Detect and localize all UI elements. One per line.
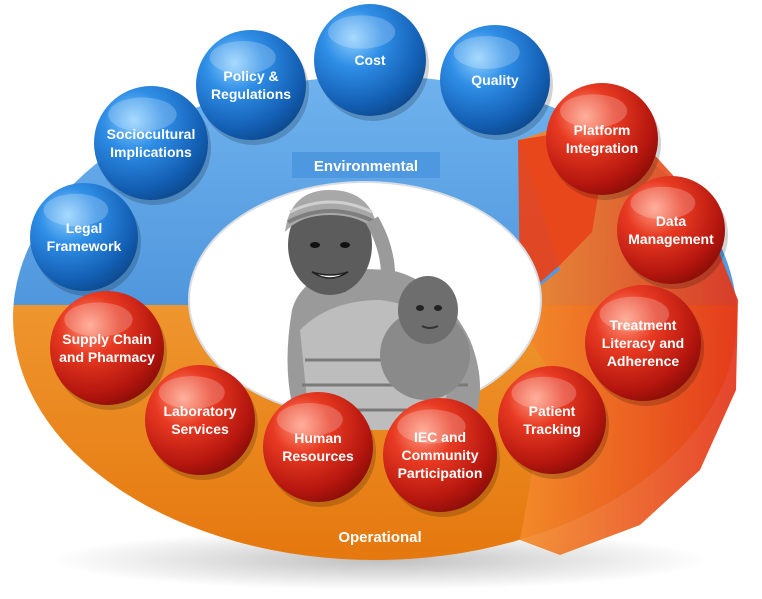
bubble-circle xyxy=(314,4,426,116)
bubble-label: Treatment xyxy=(610,317,677,333)
bubble-circle xyxy=(263,392,373,502)
bubble-label: Resources xyxy=(282,448,354,464)
bubbles-group: LegalFrameworkSocioculturalImplicationsP… xyxy=(30,4,728,517)
environmental-label: Environmental xyxy=(314,158,418,175)
bubble-circle xyxy=(440,25,550,135)
bubble-highlight xyxy=(209,41,276,74)
bubble-circle xyxy=(546,83,658,195)
bubble-circle xyxy=(94,86,208,200)
bubble-label: Participation xyxy=(398,465,483,481)
bubble-label: Legal xyxy=(66,220,103,236)
bubble-label: Data xyxy=(656,213,687,229)
bubble-label: Adherence xyxy=(607,353,680,369)
bubble-supply-chain: Supply Chain and Pharmacy xyxy=(50,291,167,410)
bubble-circle xyxy=(196,30,306,140)
operational-label: Operational xyxy=(338,529,421,546)
bubble-circle xyxy=(585,285,701,401)
bubble-label: Policy & xyxy=(223,68,278,84)
bubble-label: Framework xyxy=(47,238,122,254)
bubble-circle xyxy=(50,291,164,405)
bubble-label: Services xyxy=(171,421,229,437)
bubble-label: and Pharmacy xyxy=(59,349,155,365)
bubble-label: Management xyxy=(628,231,714,247)
bubble-label: Community xyxy=(402,447,479,463)
bubble-highlight xyxy=(276,403,343,436)
bubble-label: Supply Chain xyxy=(62,331,151,347)
bubble-label: Quality xyxy=(471,72,519,88)
bubble-highlight xyxy=(560,94,628,128)
bubble-circle xyxy=(30,183,138,291)
bubble-label: Integration xyxy=(566,140,638,156)
bubble-label: Human xyxy=(294,430,341,446)
bubble-label: IEC and xyxy=(414,429,466,445)
bubble-label: Implications xyxy=(110,144,192,160)
bubble-highlight xyxy=(453,36,520,69)
bubble-policy-regulations: Policy & Regulations xyxy=(196,30,309,145)
bubble-highlight xyxy=(43,193,109,227)
bubble-highlight xyxy=(64,302,133,337)
bubble-highlight xyxy=(397,409,466,444)
bubble-label: Laboratory xyxy=(163,403,236,419)
bubble-highlight xyxy=(108,97,177,132)
bubble-quality: Quality xyxy=(440,25,553,140)
bubble-circle xyxy=(617,176,725,284)
bubble-highlight xyxy=(158,376,225,409)
bubble-label: Patient xyxy=(529,403,576,419)
bubble-label: Platform xyxy=(574,122,631,138)
bubble-circle xyxy=(145,365,255,475)
bubble-highlight xyxy=(328,15,396,49)
bubble-highlight xyxy=(630,186,696,220)
bubble-circle xyxy=(383,398,497,512)
bubble-circle xyxy=(498,366,606,474)
environmental-label-box xyxy=(292,152,440,178)
bubble-label: Regulations xyxy=(211,86,291,102)
bubble-label: Sociocultural xyxy=(107,126,196,142)
bubble-label: Literacy and xyxy=(602,335,684,351)
bubble-cost: Cost xyxy=(314,4,429,121)
bubble-highlight xyxy=(599,296,670,332)
bubble-label: Tracking xyxy=(523,421,581,437)
bubble-label: Cost xyxy=(354,52,385,68)
bubble-highlight xyxy=(511,376,577,410)
